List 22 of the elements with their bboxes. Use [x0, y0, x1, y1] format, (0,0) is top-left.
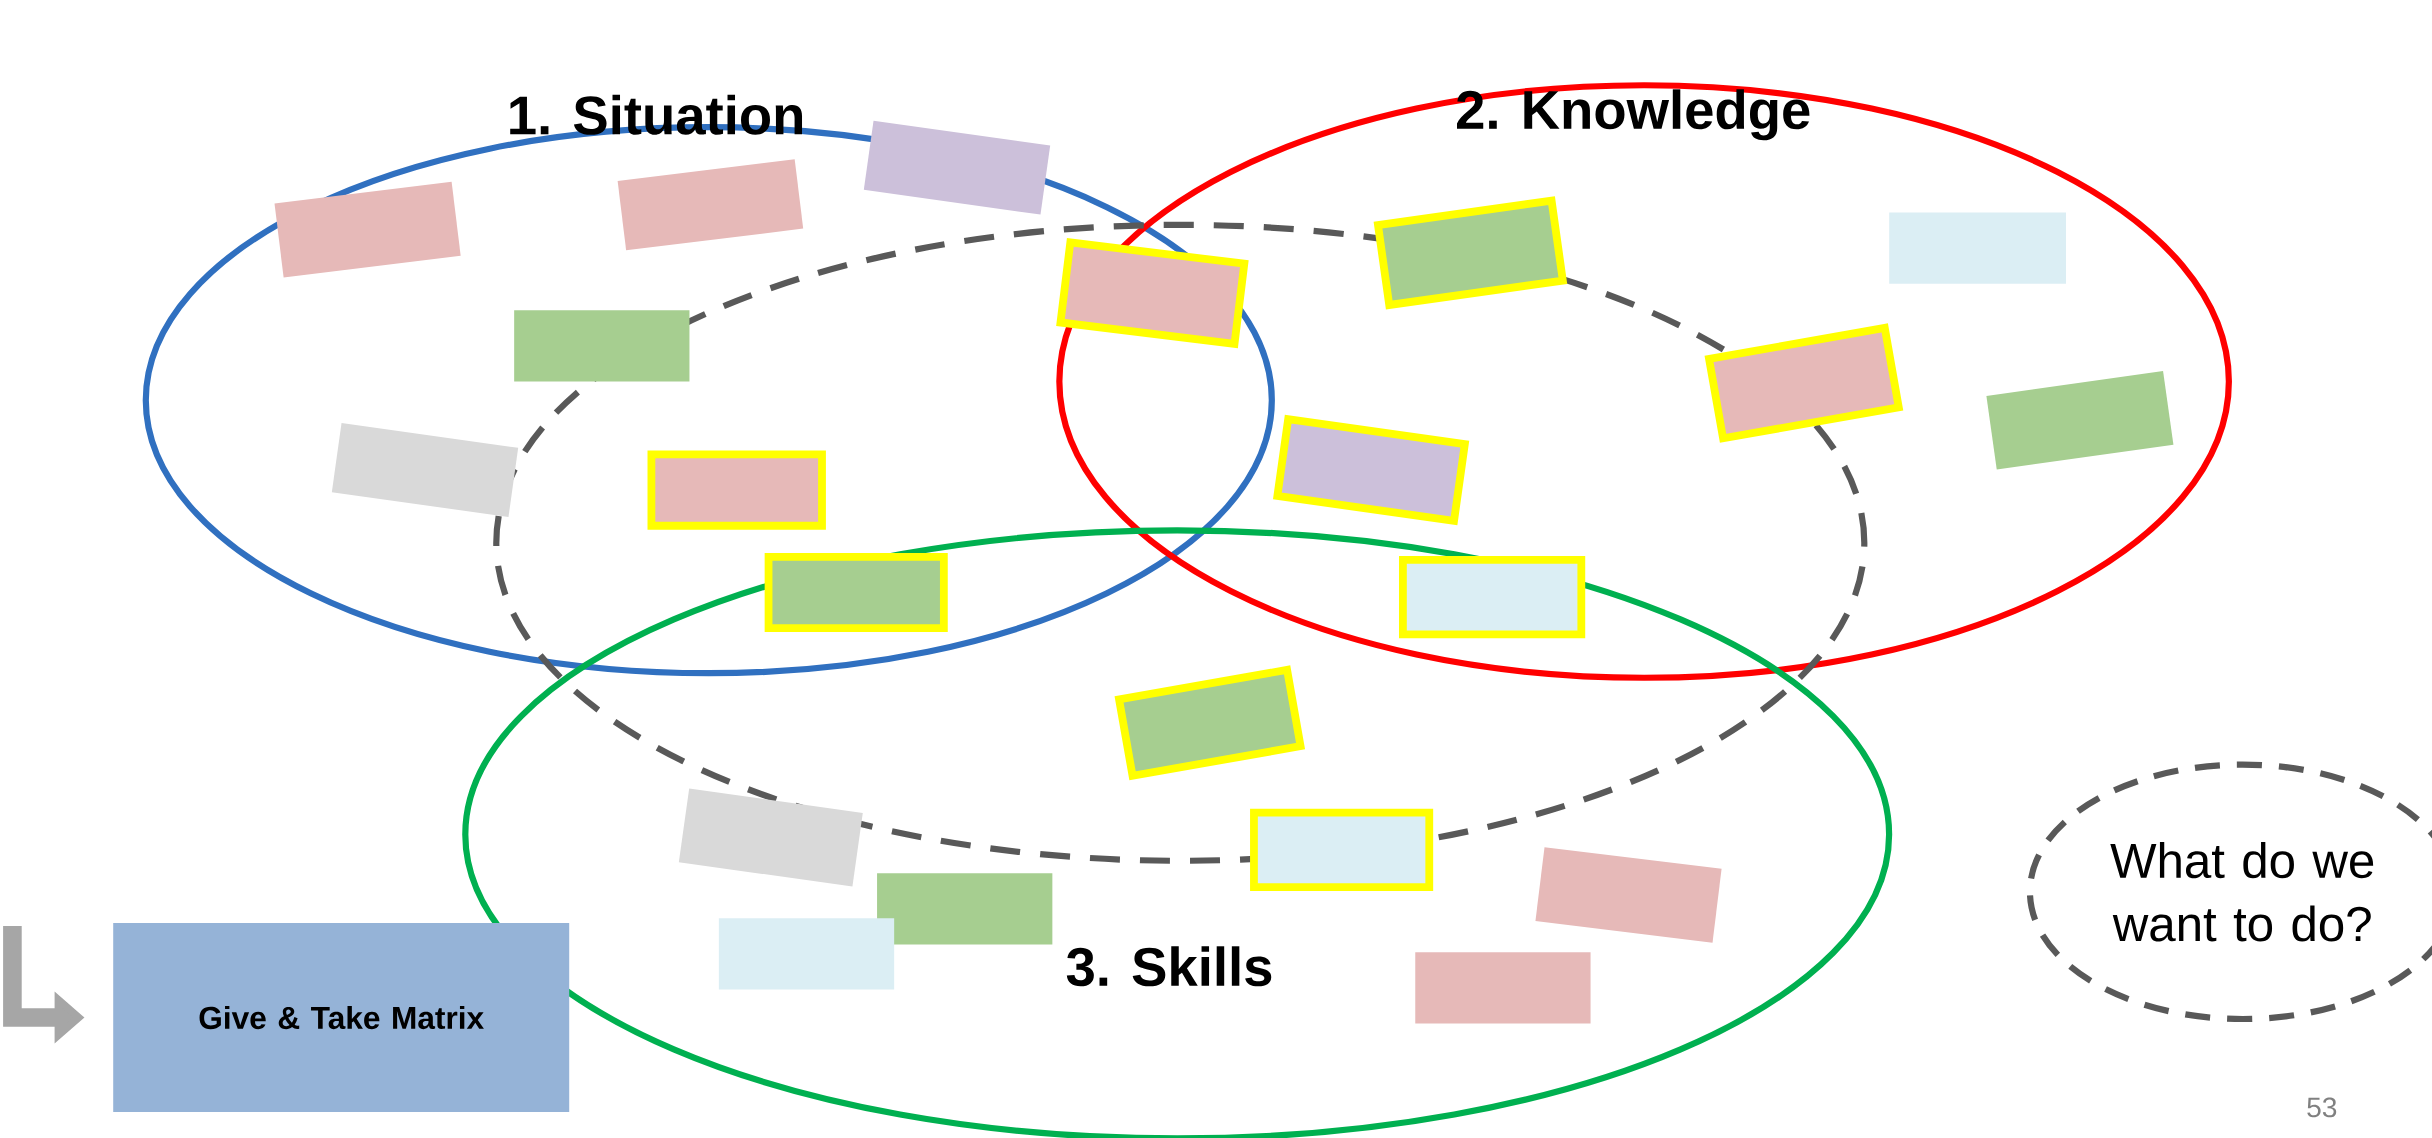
note-card [1986, 370, 2174, 470]
highlighted-note-card [764, 552, 948, 632]
note-card [678, 788, 863, 887]
page-number: 53 [2307, 1097, 2337, 1118]
highlighted-note-card [647, 450, 826, 530]
note-card [1889, 212, 2066, 284]
note-card [718, 917, 895, 990]
note-card [877, 872, 1053, 945]
highlighted-note-card [1250, 808, 1434, 891]
note-card [617, 159, 804, 251]
set-heading: 1. Situation [510, 94, 802, 135]
note-card [514, 310, 690, 382]
note-card [1535, 846, 1722, 943]
matrix-box: Give & Take Matrix [113, 922, 570, 1112]
note-card [1415, 952, 1591, 1024]
set-heading: 2. Knowledge [1457, 89, 1810, 141]
highlighted-note-card [1056, 237, 1249, 348]
note-card [274, 181, 461, 278]
set-heading: 3. Skills [1066, 946, 1272, 987]
note-card [863, 120, 1051, 215]
highlighted-note-card [1399, 555, 1586, 638]
note-card [331, 422, 519, 517]
